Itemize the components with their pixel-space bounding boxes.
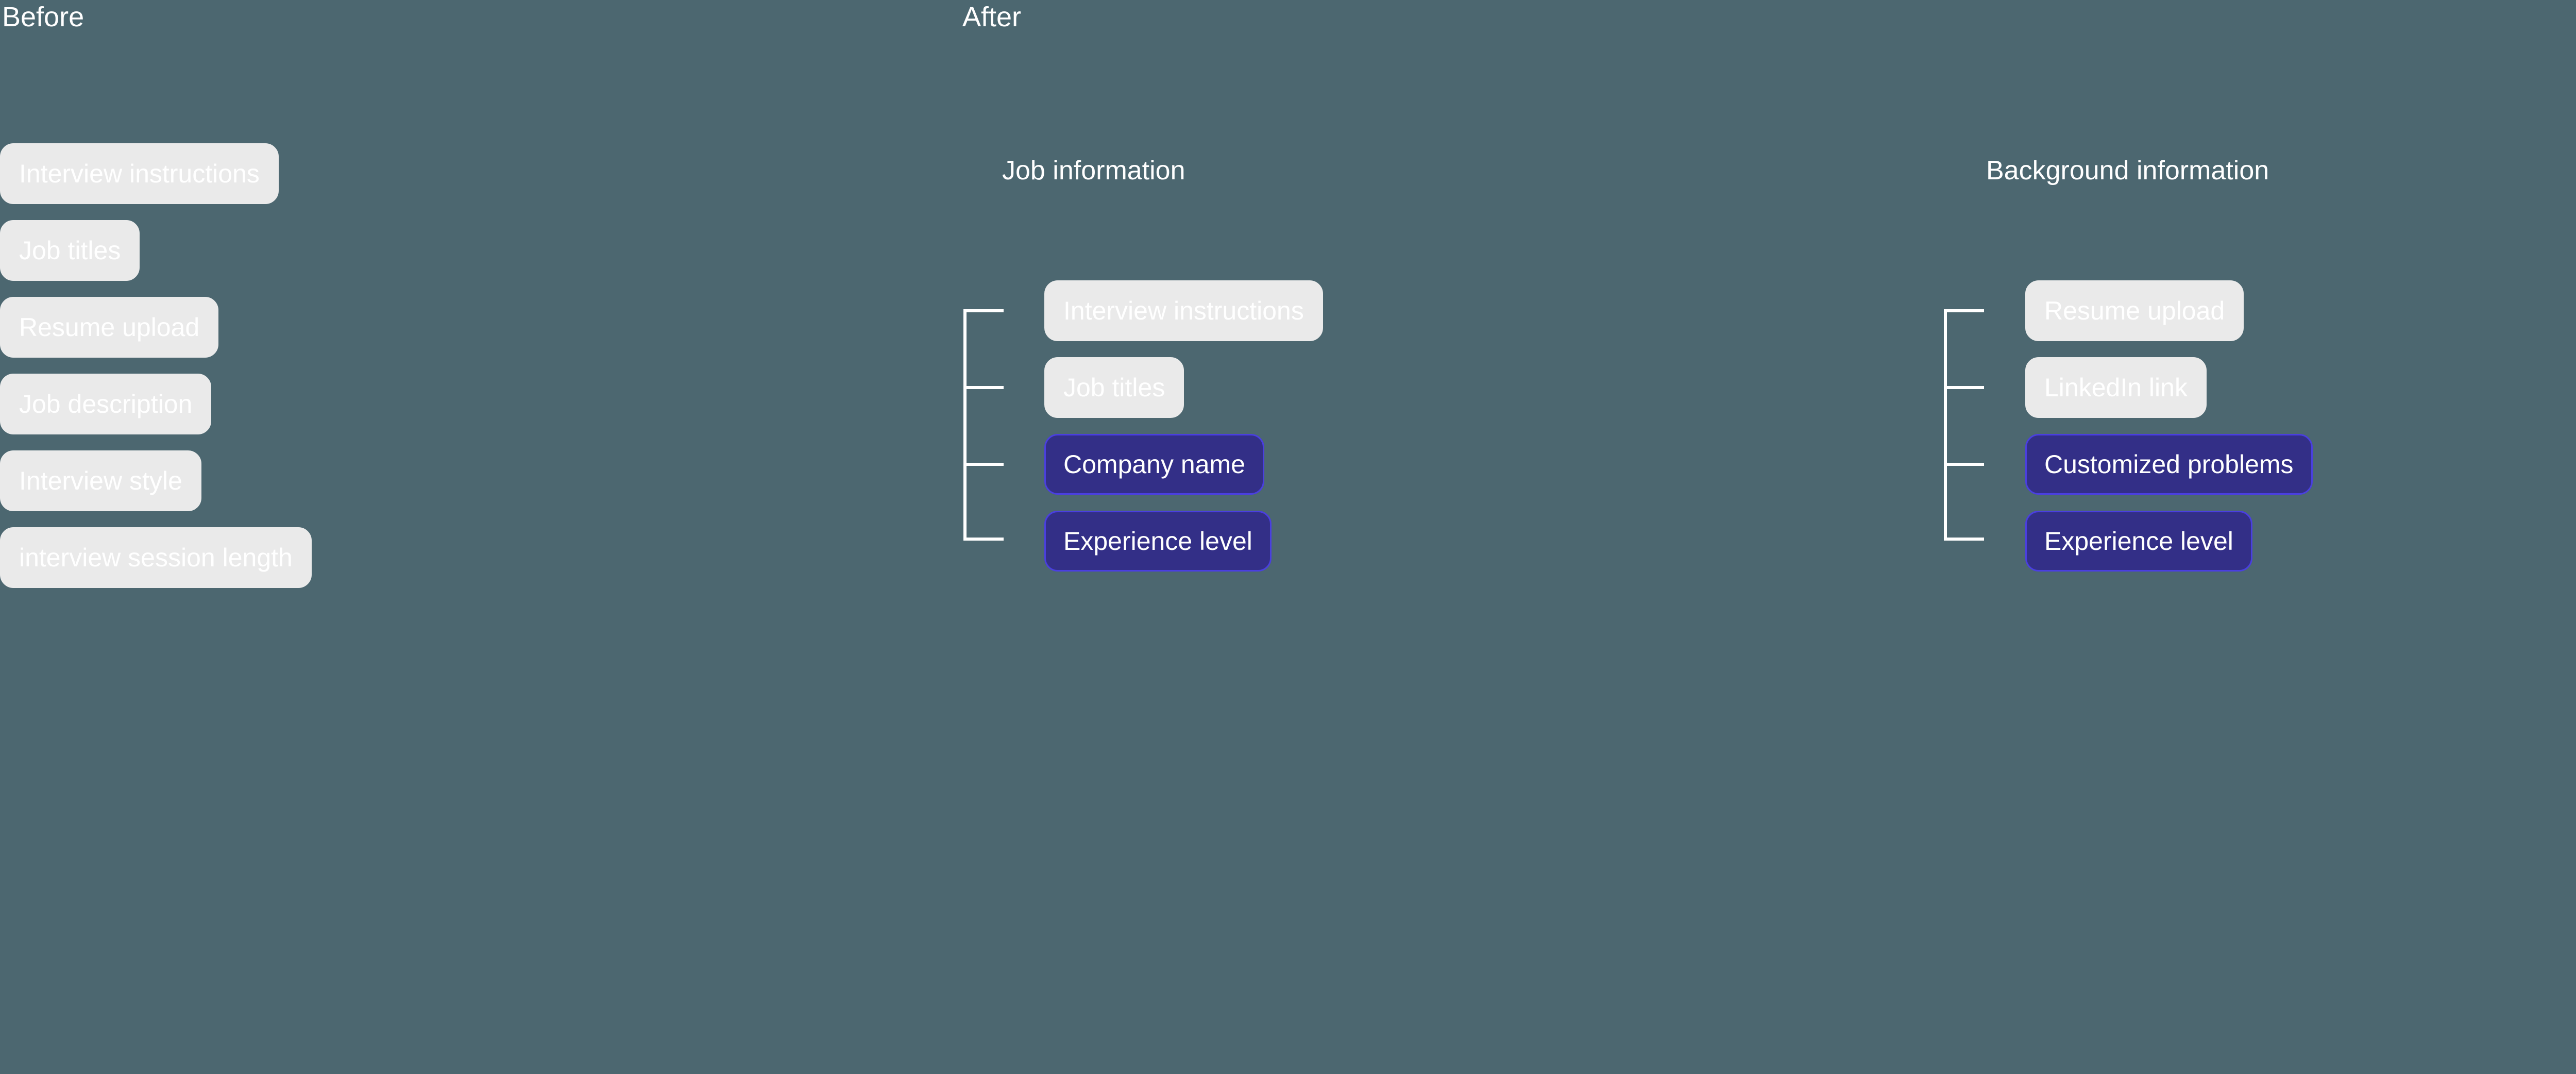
pill-label: LinkedIn link (2044, 373, 2188, 402)
pill-label: Interview style (19, 466, 182, 495)
pill-label: Resume upload (19, 313, 200, 342)
before-section-title: Before (2, 2, 84, 32)
bracket-tick (1944, 386, 1984, 389)
bracket-tick (1944, 309, 1984, 312)
pill-label: Customized problems (2044, 450, 2294, 479)
background-information-pill-customized-problems: Customized problems (2025, 434, 2313, 495)
bracket-stem (1944, 309, 1947, 541)
before-pill-interview-style: Interview style (0, 450, 201, 511)
pill-label: interview session length (19, 543, 293, 572)
pill-label: Experience level (1063, 527, 1252, 556)
column-heading-background-information: Background information (1986, 156, 2269, 186)
bracket-tick (963, 309, 1004, 312)
job-information-pill-company-name: Company name (1044, 434, 1264, 495)
before-pill-interview-session-length: interview session length (0, 527, 312, 588)
before-pill-job-description: Job description (0, 374, 212, 434)
after-section-title: After (962, 2, 1022, 32)
pill-label: Interview instructions (1063, 296, 1304, 325)
bracket-tick (963, 386, 1004, 389)
pill-label: Experience level (2044, 527, 2233, 556)
bracket-tick (1944, 538, 1984, 541)
pill-label: Job description (19, 390, 193, 418)
before-pill-resume-upload: Resume upload (0, 297, 219, 358)
pill-label: Interview instructions (19, 159, 260, 188)
job-information-pill-job-titles: Job titles (1044, 357, 1184, 418)
column-heading-job-information: Job information (1002, 156, 1185, 186)
bracket-tick (963, 538, 1004, 541)
bracket-tick (963, 463, 1004, 466)
background-information-pill-linkedin-link: LinkedIn link (2025, 357, 2207, 418)
background-information-pill-experience-level: Experience level (2025, 511, 2252, 572)
pill-label: Job titles (1063, 373, 1165, 402)
before-pill-interview-instructions: Interview instructions (0, 143, 279, 204)
pill-label: Company name (1063, 450, 1245, 479)
bracket-stem (963, 309, 967, 541)
pill-label: Job titles (19, 236, 121, 265)
bracket-tick (1944, 463, 1984, 466)
background-information-pill-resume-upload: Resume upload (2025, 280, 2244, 341)
before-pill-job-titles: Job titles (0, 220, 140, 281)
pill-label: Resume upload (2044, 296, 2225, 325)
job-information-pill-experience-level: Experience level (1044, 511, 1272, 572)
job-information-pill-interview-instructions: Interview instructions (1044, 280, 1323, 341)
